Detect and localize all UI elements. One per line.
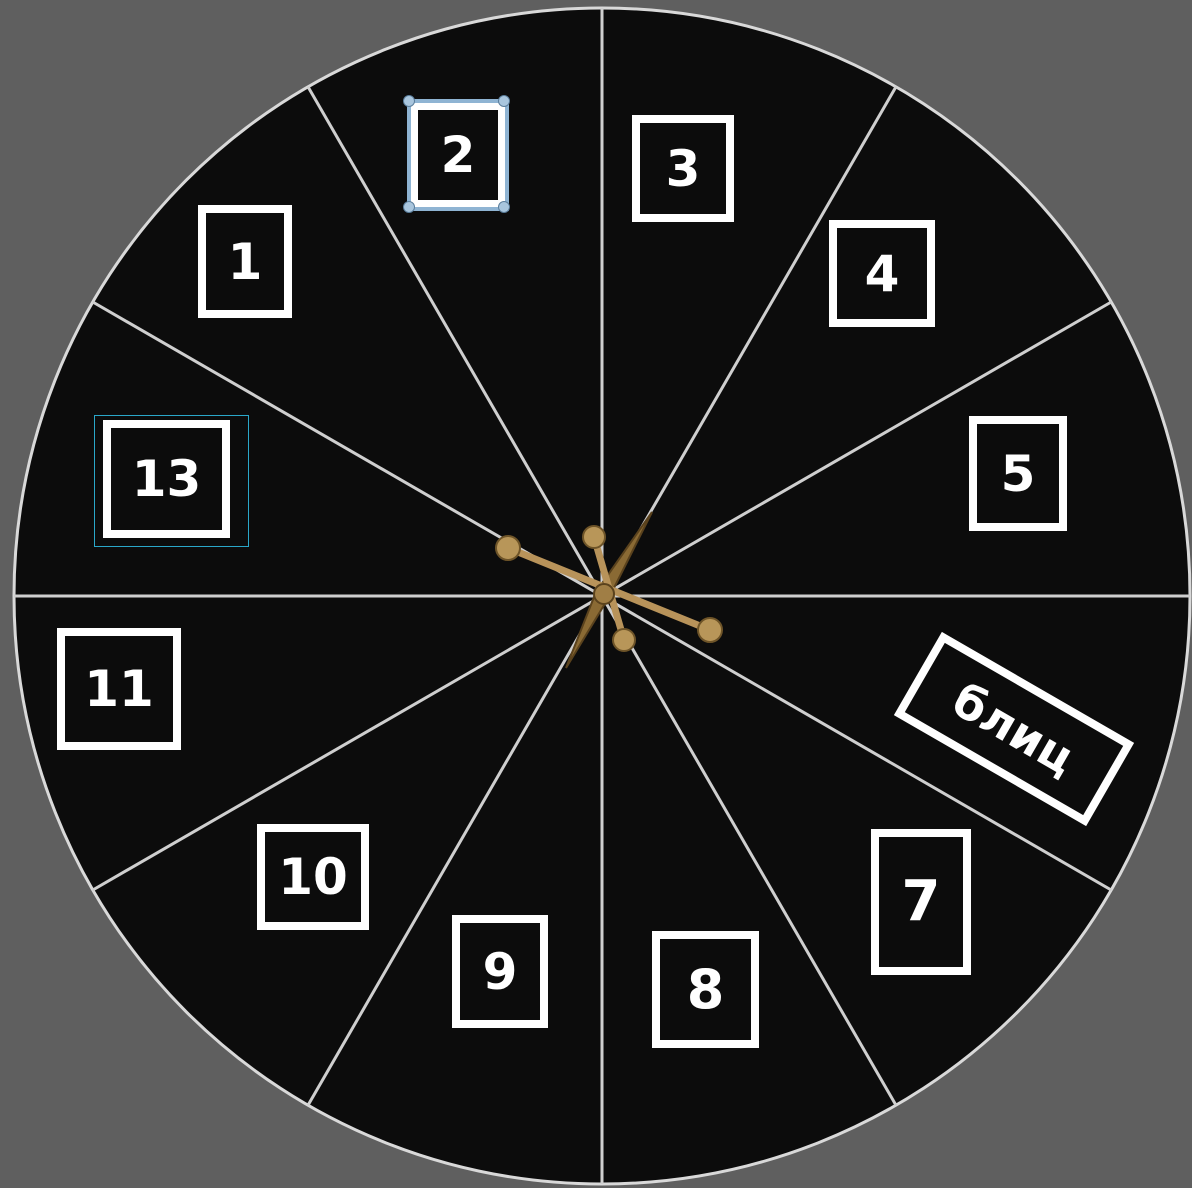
sector-label: 4: [865, 249, 900, 299]
resize-handle[interactable]: [403, 201, 415, 213]
sector-tile-13[interactable]: 13: [103, 420, 230, 538]
sector-tile-11[interactable]: 11: [57, 628, 181, 750]
sector-tile-9[interactable]: 9: [452, 915, 548, 1028]
sector-label: 5: [1001, 449, 1036, 499]
sector-label: 8: [687, 963, 725, 1017]
sector-label: 1: [228, 237, 263, 287]
resize-handle[interactable]: [498, 95, 510, 107]
sector-label: 11: [84, 664, 154, 714]
sector-label: 9: [483, 947, 518, 997]
resize-handle[interactable]: [403, 95, 415, 107]
pointer-hub: [594, 584, 614, 604]
pointer-ball: [496, 536, 520, 560]
sector-tile-4[interactable]: 4: [829, 220, 935, 327]
pointer-ball: [613, 629, 635, 651]
sector-tile-3[interactable]: 3: [632, 115, 734, 222]
sector-label: 7: [902, 874, 941, 930]
sector-tile-8[interactable]: 8: [652, 931, 759, 1048]
sector-tile-10[interactable]: 10: [257, 824, 369, 930]
sector-label: 10: [278, 852, 348, 902]
sector-label: 3: [666, 144, 701, 194]
pointer-ball: [698, 618, 722, 642]
sector-label: 13: [132, 454, 202, 504]
selection-frame: [407, 99, 509, 211]
sector-tile-5[interactable]: 5: [969, 416, 1067, 531]
sector-tile-1[interactable]: 1: [198, 205, 292, 318]
pointer-ball: [583, 526, 605, 548]
sector-tile-7[interactable]: 7: [871, 829, 971, 975]
resize-handle[interactable]: [498, 201, 510, 213]
